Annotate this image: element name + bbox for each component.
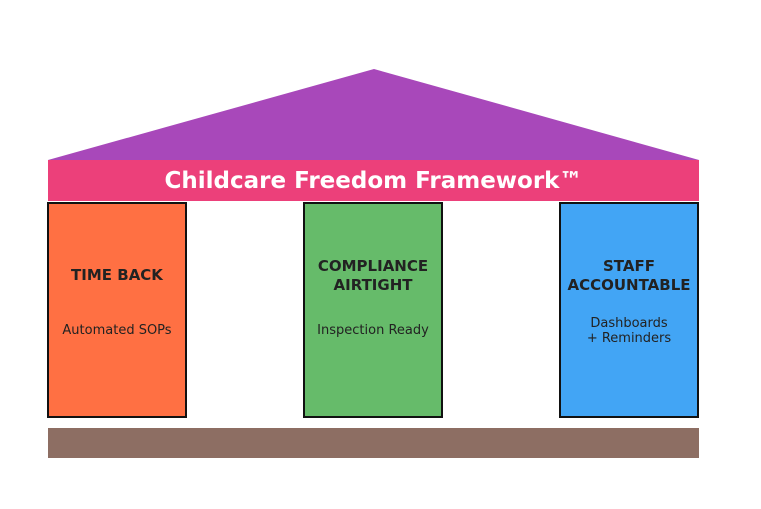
pillar-subtitle: Automated SOPs	[62, 323, 172, 338]
title-banner: Childcare Freedom Framework™	[48, 160, 699, 201]
pillar-staff-accountable: STAFF ACCOUNTABLE Dashboards + Reminders	[559, 202, 699, 418]
pillar-time-back: TIME BACK Automated SOPs	[47, 202, 187, 418]
pillar-subtitle: Dashboards + Reminders	[586, 316, 672, 346]
pillar-title: STAFF ACCOUNTABLE	[567, 257, 691, 294]
foundation-base	[48, 428, 699, 458]
pillar-title: COMPLIANCE AIRTIGHT	[317, 257, 429, 294]
pillar-subtitle: Inspection Ready	[317, 323, 429, 338]
pillar-title: TIME BACK	[71, 266, 163, 284]
framework-title: Childcare Freedom Framework™	[164, 167, 583, 194]
roof-triangle	[48, 69, 699, 160]
pillar-compliance-airtight: COMPLIANCE AIRTIGHT Inspection Ready	[303, 202, 443, 418]
